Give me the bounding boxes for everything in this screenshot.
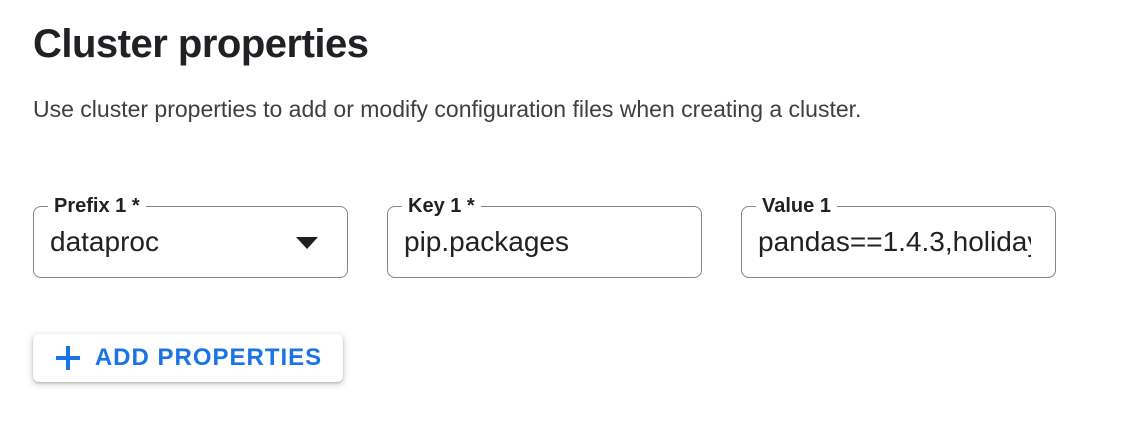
key-input[interactable] xyxy=(388,207,701,277)
plus-icon xyxy=(55,346,80,370)
value-input[interactable] xyxy=(742,207,1055,277)
dropdown-arrow-icon xyxy=(296,237,318,249)
key-label: Key 1 * xyxy=(402,194,481,218)
value-label: Value 1 xyxy=(756,194,837,218)
add-properties-label: ADD PROPERTIES xyxy=(94,344,323,371)
add-properties-button[interactable]: ADD PROPERTIES xyxy=(33,334,343,382)
section-description: Use cluster properties to add or modify … xyxy=(33,96,862,122)
key-field: Key 1 * xyxy=(387,194,702,278)
prefix-selected-value: dataproc xyxy=(50,226,159,257)
prefix-select[interactable]: Prefix 1 * dataproc xyxy=(33,194,348,278)
value-field: Value 1 xyxy=(741,194,1056,278)
prefix-label: Prefix 1 * xyxy=(48,194,146,218)
page-title: Cluster properties xyxy=(33,22,369,66)
property-fields-row: Prefix 1 * dataproc Key 1 * Value 1 xyxy=(33,194,1056,278)
